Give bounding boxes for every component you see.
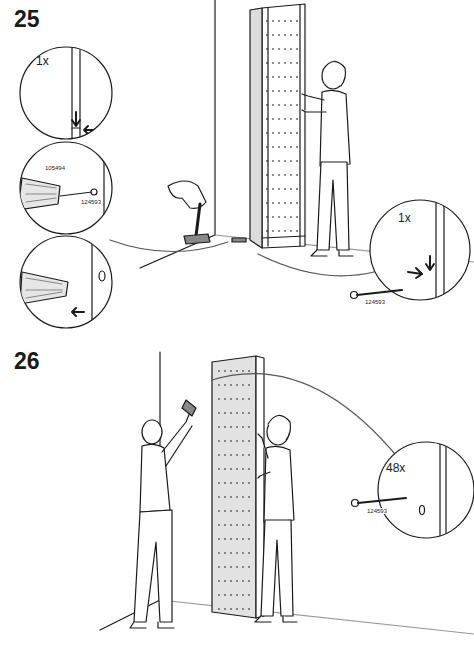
screw (351, 290, 403, 299)
part-number: 105494 (44, 165, 66, 171)
screw (352, 498, 407, 507)
part-number: 124593 (366, 508, 388, 514)
step-26-scene (100, 352, 474, 634)
hammer (168, 181, 246, 244)
person (255, 415, 297, 622)
step-25-scene (18, 0, 474, 330)
step-number: 26 (14, 350, 40, 373)
part-number: 124593 (364, 299, 386, 305)
quantity: 1x (398, 212, 411, 224)
part-number: 124593 (80, 199, 102, 205)
quantity: 48x (386, 462, 405, 474)
person (302, 61, 353, 256)
quantity: 1x (36, 55, 49, 67)
person (130, 400, 196, 628)
step-number: 25 (14, 8, 40, 31)
